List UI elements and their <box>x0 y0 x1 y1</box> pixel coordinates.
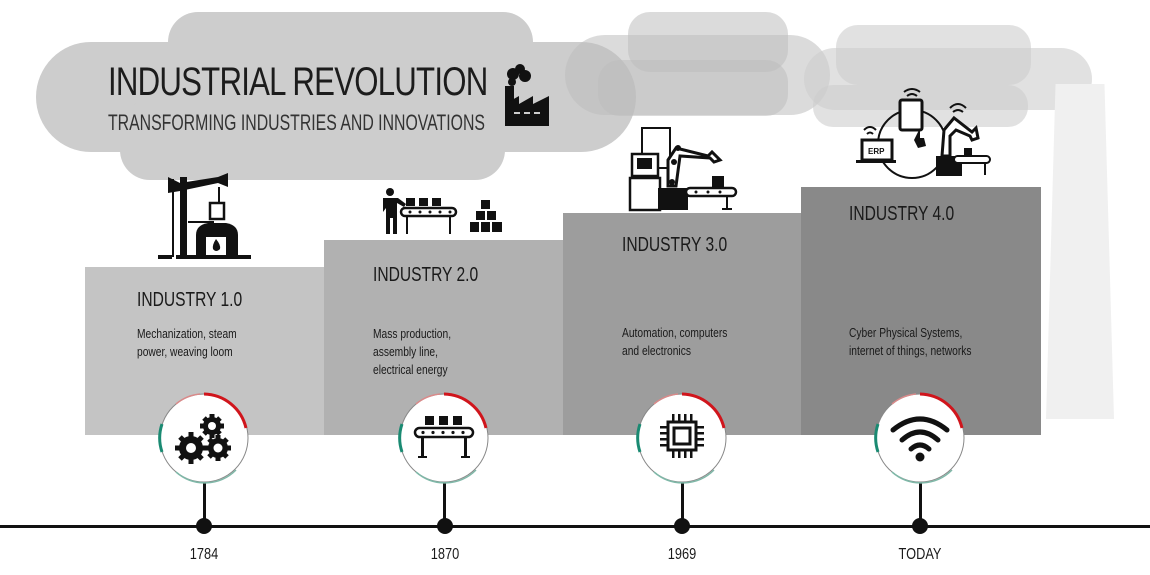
erp-label: ERP <box>868 147 885 156</box>
page-title: INDUSTRIAL REVOLUTION <box>108 60 488 104</box>
year-label-1: 1784 <box>189 546 219 563</box>
connected-erp-robot-icon: ERP <box>854 86 994 182</box>
timeline-stem-4 <box>919 480 922 526</box>
wifi-icon <box>890 416 950 462</box>
factory-icon <box>503 64 553 130</box>
cloud-left-top <box>168 12 533 92</box>
step-description: Mass production, assembly line, electric… <box>373 327 452 377</box>
gears-icon <box>175 414 231 464</box>
conveyor-belt-icon <box>413 416 475 458</box>
year-label-2: 1870 <box>430 546 460 563</box>
steam-engine-icon <box>158 173 253 261</box>
step-description: Mechanization, steam power, weaving loom <box>137 327 237 359</box>
cloud-left-bottom <box>120 100 505 180</box>
cloud-right-top <box>836 25 1031 85</box>
milestone-circle-2 <box>396 390 492 486</box>
timeline-dot-2 <box>437 518 453 534</box>
cloud-middle-bottom <box>598 60 788 116</box>
year-label-4: TODAY <box>898 546 942 563</box>
timeline-dot-4 <box>912 518 928 534</box>
year-label-3: 1969 <box>667 546 697 563</box>
milestone-circle-1 <box>156 390 252 486</box>
robot-arm-computer-icon <box>628 126 740 212</box>
page-subtitle: TRANSFORMING INDUSTRIES AND INNOVATIONS <box>108 110 485 135</box>
step-title: INDUSTRY 2.0 <box>373 264 479 286</box>
assembly-line-worker-icon <box>380 188 508 236</box>
timeline-stem-2 <box>443 480 446 526</box>
step-title: INDUSTRY 3.0 <box>622 234 728 256</box>
timeline-axis <box>0 525 1150 528</box>
microchip-icon <box>660 414 704 458</box>
step-title: INDUSTRY 1.0 <box>137 289 243 311</box>
timeline-dot-1 <box>196 518 212 534</box>
step-description: Automation, computers and electronics <box>622 326 728 358</box>
milestone-circle-4 <box>872 390 968 486</box>
timeline-dot-3 <box>674 518 690 534</box>
progress-ring <box>874 392 965 484</box>
step-title: INDUSTRY 4.0 <box>849 203 955 225</box>
timeline-stem-1 <box>203 480 206 526</box>
chimney-background <box>1046 84 1114 419</box>
step-description: Cyber Physical Systems, internet of thin… <box>849 326 972 358</box>
timeline-stem-3 <box>681 480 684 526</box>
milestone-circle-3 <box>634 390 730 486</box>
